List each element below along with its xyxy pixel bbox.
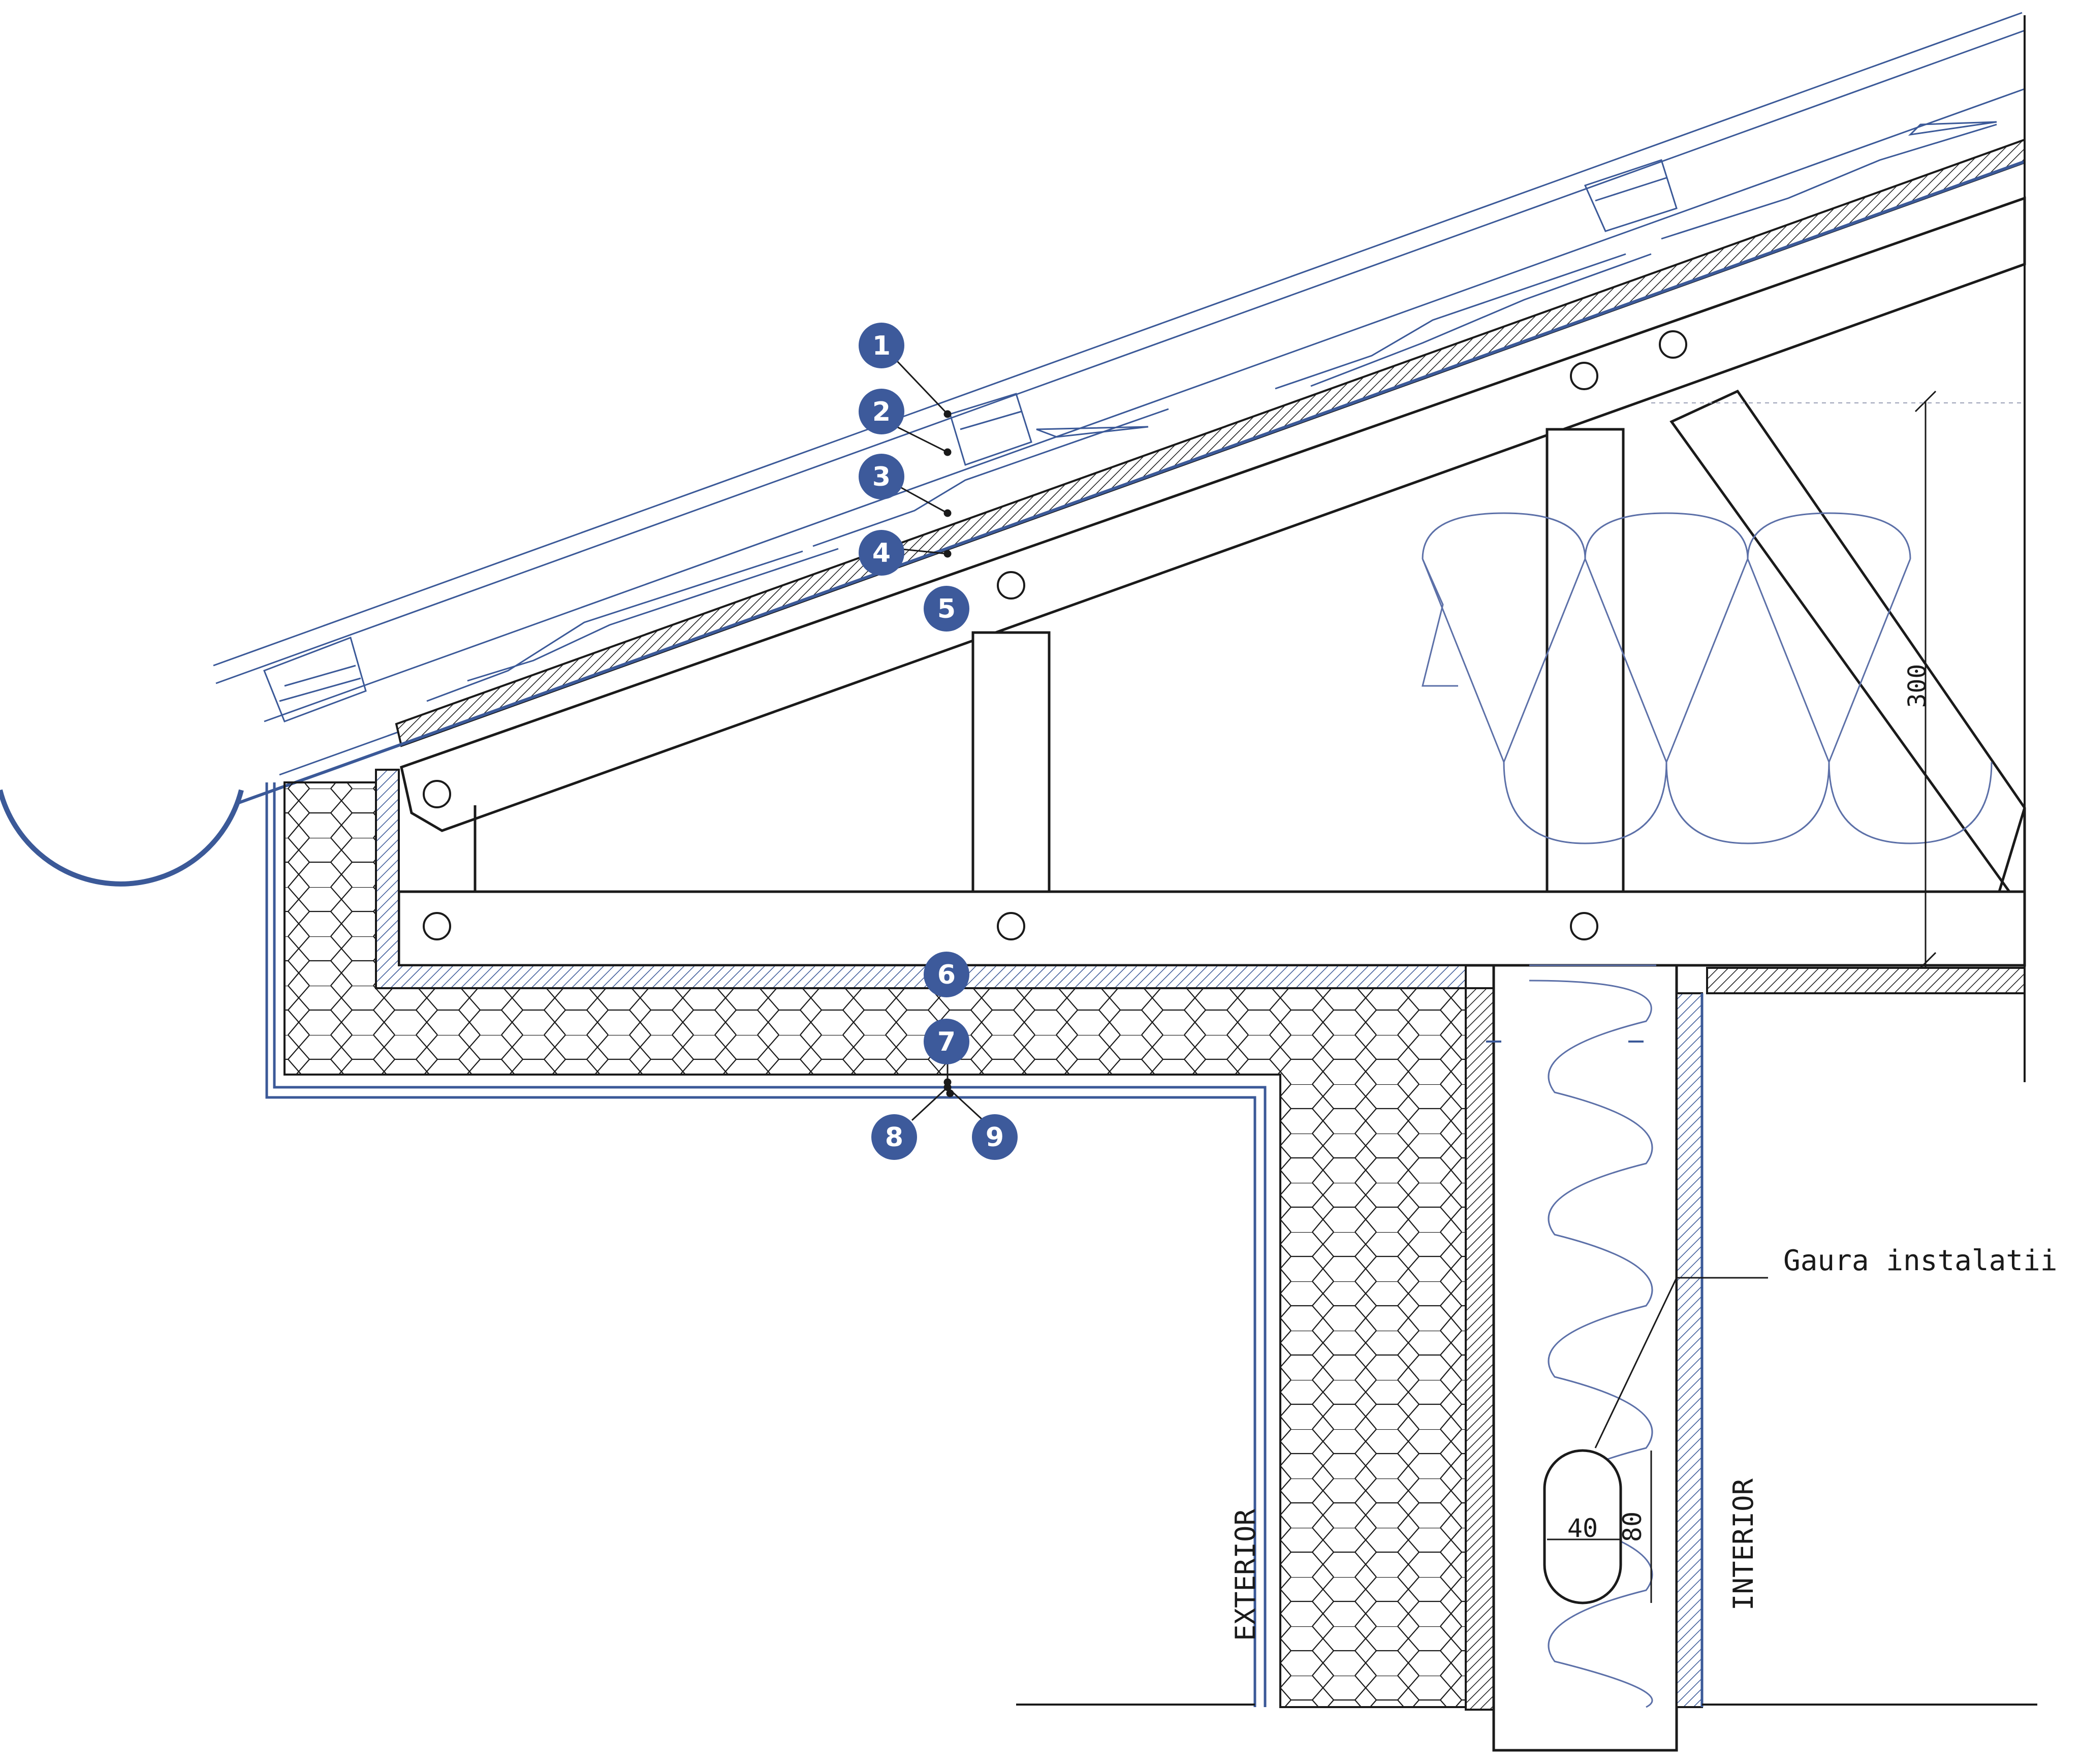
svg-text:8: 8 bbox=[885, 1122, 903, 1153]
ceiling-board bbox=[375, 769, 2026, 994]
hole-width-dim-label: 40 bbox=[1567, 1514, 1598, 1543]
callout-8: 8 bbox=[871, 1114, 917, 1160]
callout-5: 5 bbox=[924, 586, 969, 632]
callout-6: 6 bbox=[924, 952, 969, 997]
callout-1: 1 bbox=[859, 323, 904, 368]
roof-tiles bbox=[213, 12, 2025, 776]
dim-truss-height-label: 300 bbox=[1903, 664, 1932, 708]
wall-structure bbox=[1016, 15, 2037, 1752]
callout-4: 4 bbox=[859, 530, 904, 576]
roof-truss bbox=[397, 196, 2026, 967]
svg-text:9: 9 bbox=[986, 1122, 1004, 1153]
svg-text:4: 4 bbox=[872, 538, 891, 569]
callout-2: 2 bbox=[859, 389, 904, 434]
callout-7: 7 bbox=[924, 1019, 969, 1064]
callout-9: 9 bbox=[972, 1114, 1018, 1160]
svg-text:6: 6 bbox=[937, 960, 956, 990]
truss-height-dimension bbox=[1651, 390, 2025, 974]
nail-plates bbox=[423, 330, 1687, 940]
service-hole-label: Gaura instalatii bbox=[1783, 1244, 2057, 1277]
exterior-eps-insulation bbox=[265, 781, 1467, 1708]
exterior-label: EXTERIOR bbox=[1229, 1508, 1262, 1641]
svg-text:1: 1 bbox=[872, 331, 891, 361]
svg-text:2: 2 bbox=[872, 397, 891, 427]
attic-insulation bbox=[1422, 512, 1993, 844]
gutter bbox=[0, 789, 244, 887]
svg-text:7: 7 bbox=[937, 1027, 956, 1057]
callout-3: 3 bbox=[859, 454, 904, 499]
hole-height-dim-label: 80 bbox=[1618, 1511, 1647, 1542]
svg-text:5: 5 bbox=[937, 594, 956, 624]
interior-label: INTERIOR bbox=[1727, 1478, 1759, 1611]
svg-text:3: 3 bbox=[872, 462, 891, 492]
